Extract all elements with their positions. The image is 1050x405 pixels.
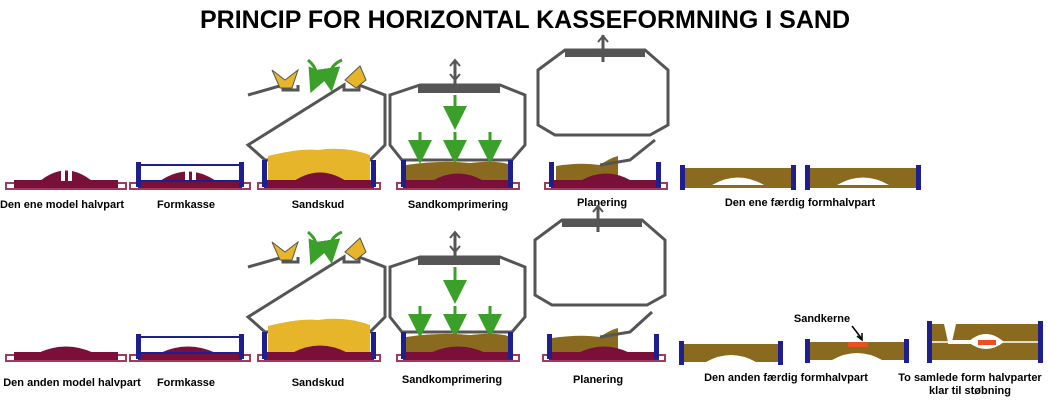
- row2-pattern-half: [5, 346, 127, 362]
- label-row1-sandshot: Sandskud: [292, 199, 345, 211]
- sand-flow-arrow-icon: [316, 230, 343, 264]
- sand-flow-arrow-icon: [307, 58, 331, 94]
- row1-compress: [388, 58, 527, 190]
- label-row2-finished: Den anden færdig formhalvpart: [704, 372, 868, 384]
- row1-sandshot: [245, 58, 387, 190]
- sand-flow-arrow-icon: [316, 58, 343, 92]
- row2-level: [533, 204, 667, 362]
- row1-finished-half-b: [805, 165, 921, 190]
- label-row1-finished: Den ene færdig formhalvpart: [725, 197, 876, 209]
- leveling-blade-icon: [599, 310, 654, 339]
- row1-finished-half-a: [680, 165, 796, 190]
- label-row2-level: Planering: [573, 374, 623, 386]
- row1-pattern-half: [5, 169, 127, 190]
- row2-finished-half: [679, 341, 783, 365]
- label-assembled-line1: To samlede form halvparter: [898, 372, 1042, 384]
- mold-half-with-core: [805, 325, 909, 363]
- core-pointer-arrow-icon: [851, 325, 863, 340]
- label-core: Sandkerne: [794, 313, 850, 325]
- row1-level: [536, 34, 670, 190]
- sand-flow-arrow-icon: [307, 230, 331, 266]
- label-row2-compress: Sandkomprimering: [402, 374, 502, 386]
- label-row1-pattern: Den ene model halvpart: [0, 199, 124, 211]
- label-row2-flask: Formkasse: [157, 377, 215, 389]
- label-row1-level: Planering: [577, 197, 627, 209]
- label-row2-pattern: Den anden model halvpart: [3, 377, 141, 389]
- row2-compress: [388, 230, 527, 362]
- row1-flask: [129, 162, 251, 190]
- diagram-title: PRINCIP FOR HORIZONTAL KASSEFORMNING I S…: [200, 6, 850, 34]
- sand-core-icon: [848, 342, 868, 347]
- row2-flask: [129, 334, 251, 362]
- label-row2-sandshot: Sandskud: [292, 377, 345, 389]
- label-row1-flask: Formkasse: [157, 199, 215, 211]
- row2-sandshot: [245, 230, 387, 362]
- leveling-blade-icon: [599, 138, 656, 167]
- label-row1-compress: Sandkomprimering: [408, 199, 508, 211]
- assembled-mold: [927, 321, 1043, 363]
- label-assembled-line2: klar til støbning: [929, 385, 1011, 397]
